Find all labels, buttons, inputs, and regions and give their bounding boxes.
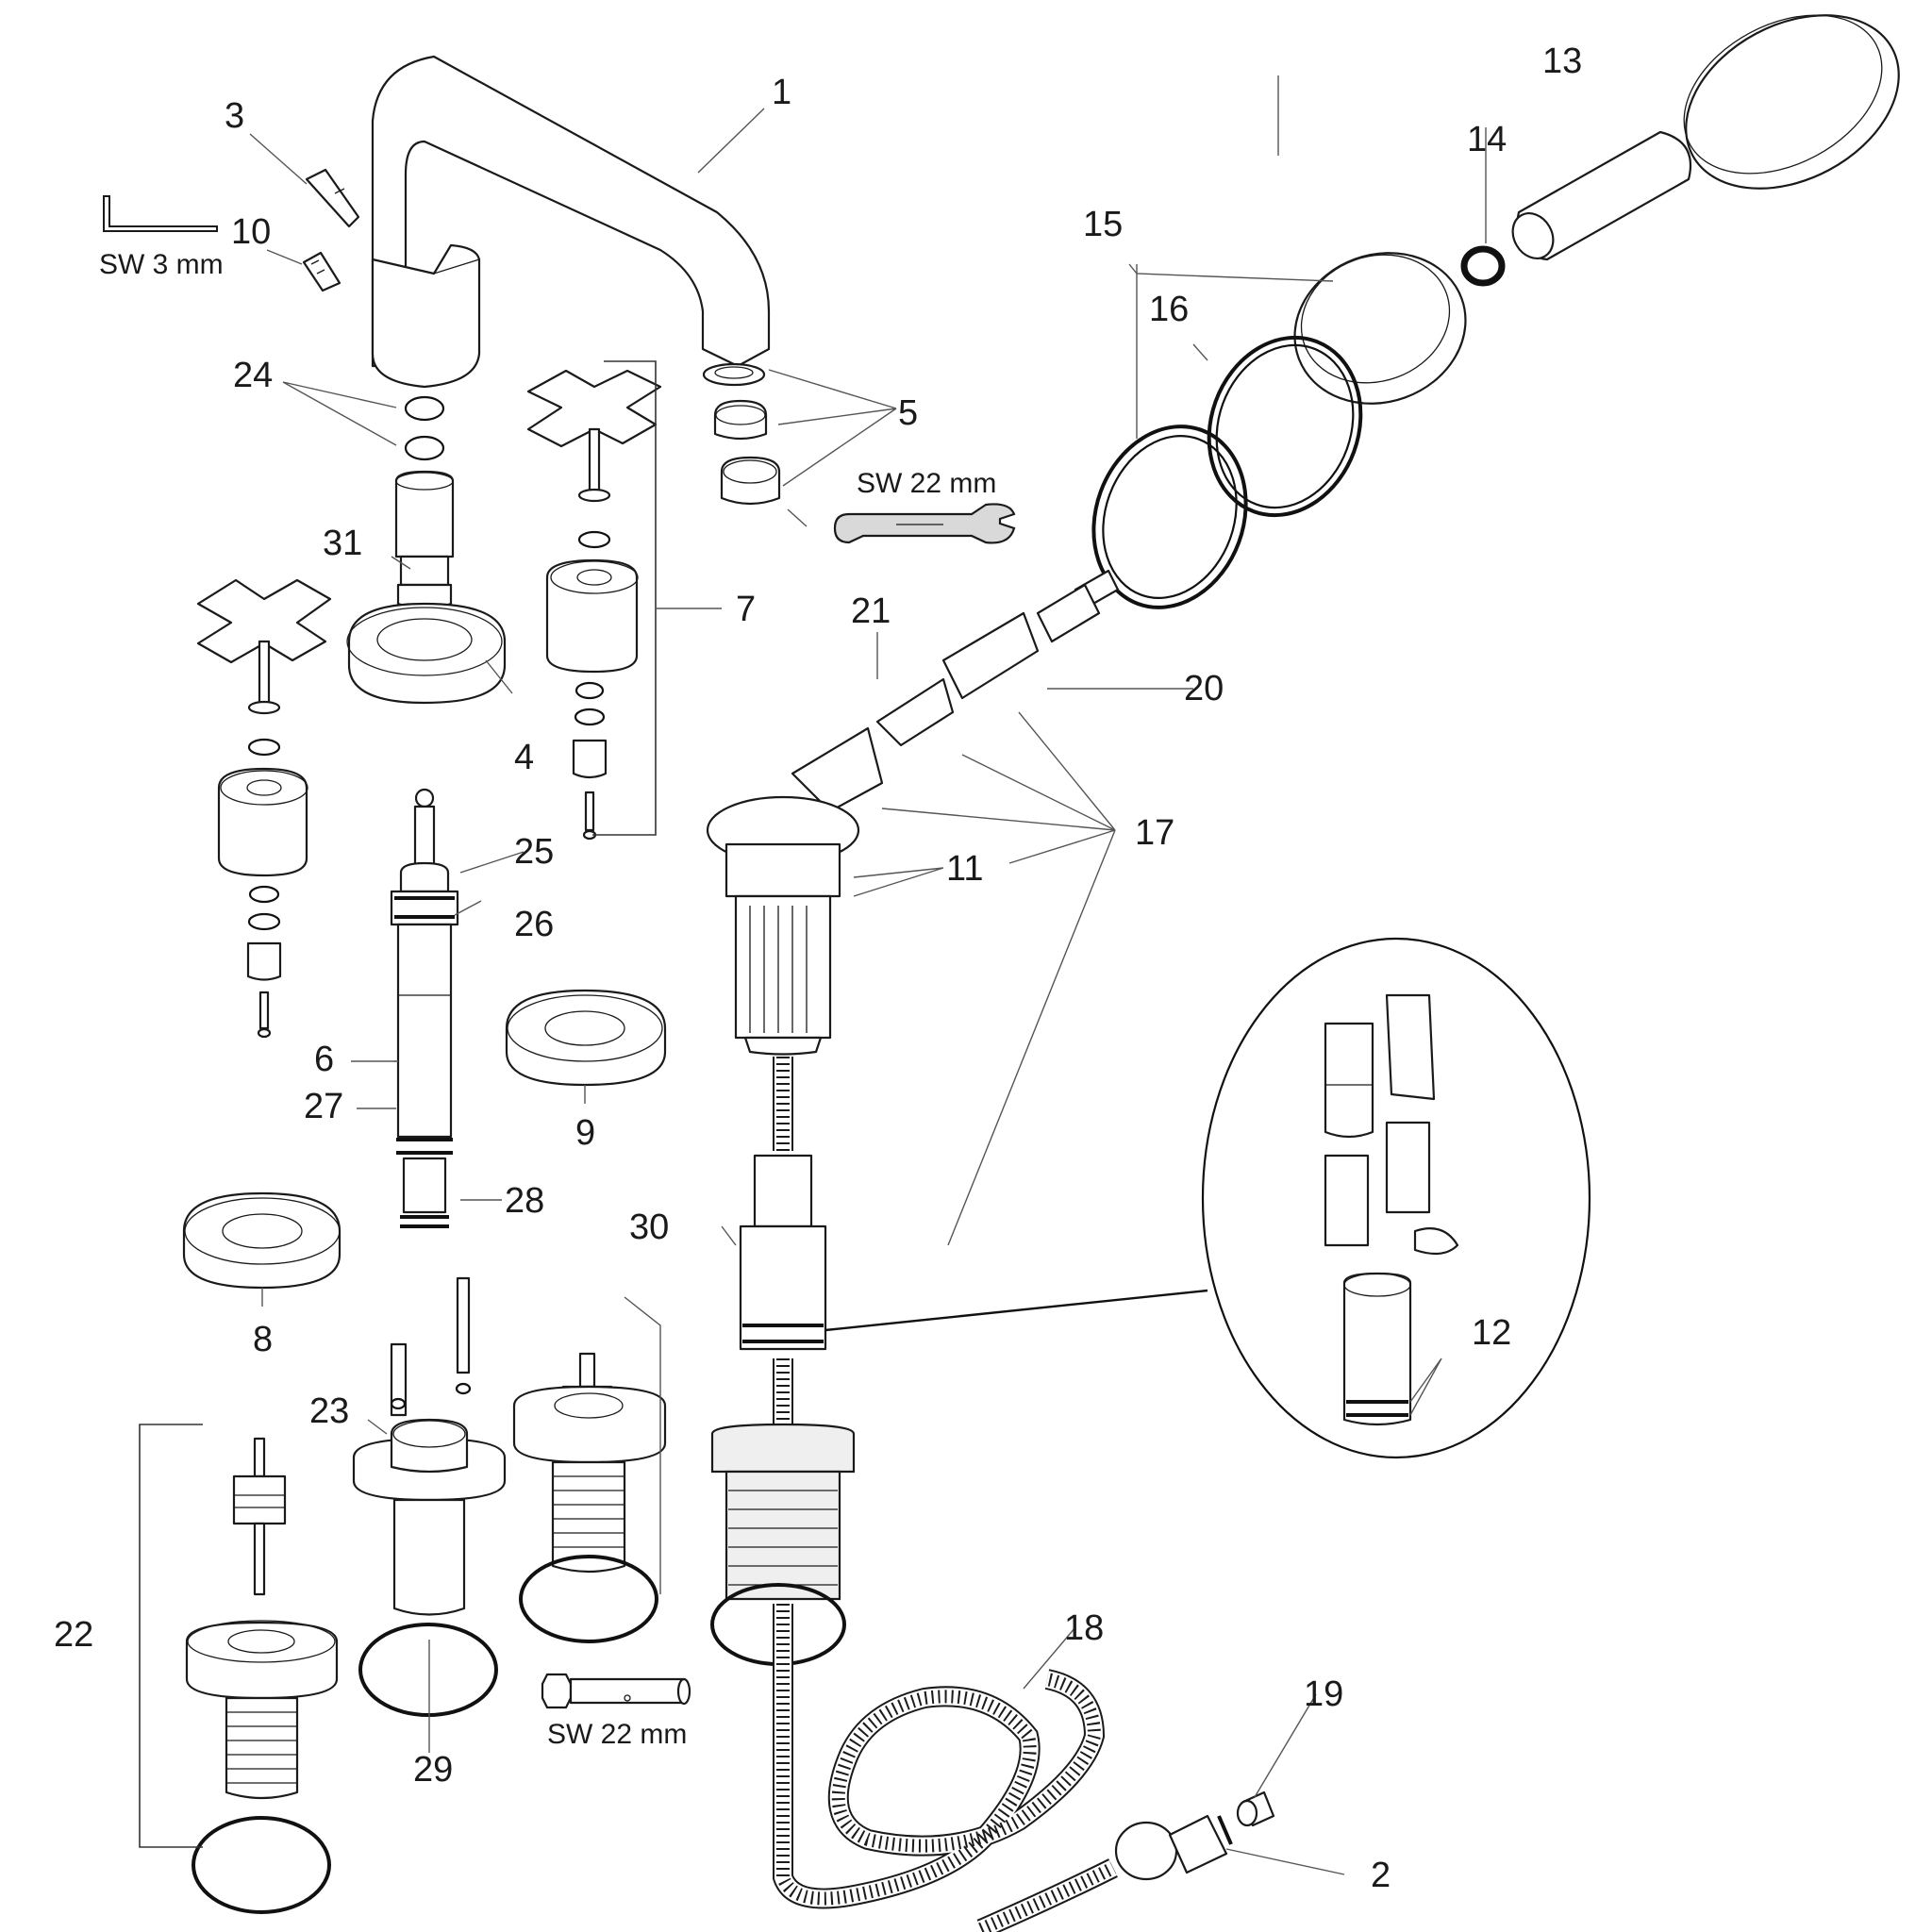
callout-23: 23 (309, 1391, 349, 1431)
callout-17: 17 (1135, 813, 1174, 853)
part-cartridge-6 (390, 788, 459, 1228)
tool-labels: SW 3 mm SW 22 mm SW 22 mm (99, 249, 996, 1750)
callout-22: 22 (54, 1615, 93, 1655)
callout-29: 29 (413, 1750, 453, 1790)
part-check-valve-19 (1236, 1790, 1275, 1827)
part-mounting-flange-23 (352, 1418, 507, 1717)
part-shower-mount-11 (706, 569, 1120, 1056)
part-cross-handle-left (196, 578, 332, 1039)
callout-10: 10 (231, 212, 271, 252)
part-escutcheon-4 (346, 602, 507, 705)
part-aerator-5 (702, 362, 781, 506)
part-cross-handle-assembly-7 (526, 369, 662, 841)
callout-31: 31 (323, 524, 362, 563)
part-grub-screw-10 (302, 251, 341, 292)
socket-wrench-tool-icon (541, 1673, 691, 1709)
part-pin-3 (305, 168, 360, 228)
part-hose-nut-2 (1114, 1814, 1233, 1881)
callout-9: 9 (575, 1113, 595, 1153)
part-filter-washer-14 (1460, 245, 1506, 287)
hex-key-tool-icon (103, 195, 218, 232)
part-hand-shower-13 (1511, 14, 1900, 261)
callout-1: 1 (772, 73, 791, 112)
callout-18: 18 (1064, 1608, 1104, 1648)
callout-16: 16 (1149, 290, 1189, 329)
part-hose-connector-30 (739, 1154, 827, 1351)
callout-5: 5 (898, 393, 918, 433)
callout-12: 12 (1472, 1313, 1511, 1353)
callout-26: 26 (514, 905, 554, 944)
hex-key-label: SW 3 mm (99, 249, 224, 280)
callout-2: 2 (1371, 1856, 1391, 1895)
part-o-rings-24 (404, 395, 445, 461)
callout-11: 11 (946, 849, 983, 889)
callout-25: 25 (514, 832, 554, 872)
socket-wrench-label: SW 22 mm (547, 1719, 687, 1750)
open-wrench-tool-icon (833, 503, 1016, 544)
part-mounting-bolts (390, 1276, 472, 1417)
part-ring-15-lower (1091, 425, 1248, 609)
callout-6: 6 (314, 1040, 334, 1079)
part-ring-15-upper (1293, 252, 1467, 405)
callout-13: 13 (1542, 42, 1582, 81)
part-spout (371, 55, 771, 389)
detail-callout-12 (1201, 937, 1591, 1459)
part-escutcheon-8 (182, 1191, 341, 1290)
part-supply-valve-22 (185, 1437, 339, 1914)
part-shower-hose-18 (773, 1604, 1118, 1932)
callout-labels: 1 2 3 4 5 6 7 8 9 10 11 12 13 14 15 16 1… (54, 42, 1582, 1895)
callout-8: 8 (253, 1320, 273, 1359)
callout-14: 14 (1467, 120, 1507, 159)
bracket-22 (139, 1424, 203, 1848)
part-ring-16 (1207, 335, 1363, 518)
callout-27: 27 (304, 1087, 343, 1126)
callout-20: 20 (1184, 669, 1224, 708)
leader-lines (249, 75, 1487, 1875)
part-diverter-cartridge-31 (394, 470, 455, 610)
callout-4: 4 (514, 738, 534, 777)
callout-15: 15 (1083, 205, 1123, 244)
callout-7: 7 (736, 590, 756, 629)
part-hose-guide (710, 1358, 856, 1666)
bracket-7 (592, 360, 657, 836)
callout-30: 30 (629, 1208, 669, 1247)
part-escutcheon-9 (505, 989, 667, 1087)
callout-19: 19 (1304, 1674, 1343, 1714)
callout-3: 3 (225, 96, 244, 136)
callout-21: 21 (851, 591, 891, 631)
open-wrench-label: SW 22 mm (857, 468, 996, 499)
part-threaded-flange (512, 1385, 667, 1643)
callout-28: 28 (505, 1181, 544, 1221)
callout-24: 24 (233, 356, 273, 395)
